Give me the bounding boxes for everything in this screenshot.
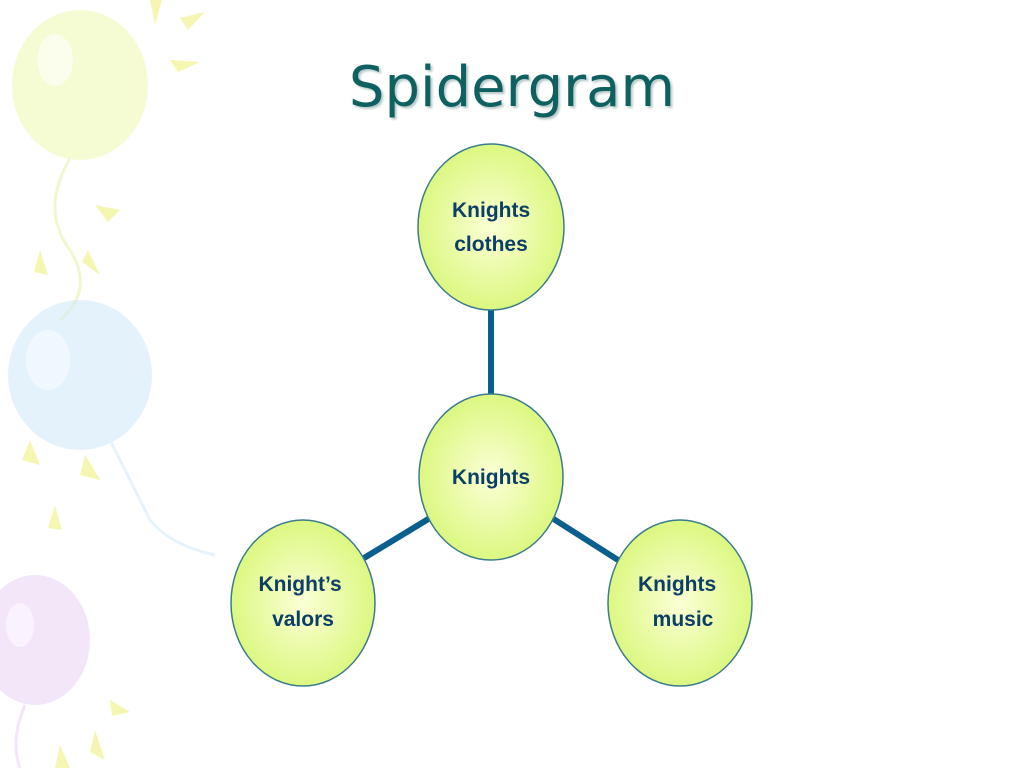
node-top-line-1: Knights [452, 199, 530, 222]
svg-text:Knights: Knights [452, 466, 530, 489]
sun-rays-icon [22, 0, 205, 768]
node-bottom-left: Knight’s valors [230, 519, 376, 687]
connector-bottom-left [362, 515, 432, 561]
node-top-line-2: clothes [454, 233, 528, 256]
node-bottom-right: Knights music [607, 519, 753, 687]
connector-bottom-right [550, 515, 620, 563]
node-bottom-left-line-1: Knight’s [258, 573, 341, 596]
node-bottom-left-line-2: valors [272, 608, 334, 631]
node-bottom-right-line-2: music [653, 608, 714, 631]
svg-text:Knight’s valors: Knight’s valors [258, 573, 347, 631]
node-center: Knights [418, 393, 564, 561]
purple-balloon-icon [0, 575, 90, 768]
slide-title: Spidergram [348, 55, 676, 120]
blue-balloon-icon [8, 300, 216, 557]
yellow-balloon-icon [12, 10, 148, 322]
balloon-decoration [0, 0, 216, 768]
node-bottom-right-line-1: Knights [638, 573, 716, 596]
svg-text:Knights clothes: Knights clothes [452, 199, 536, 256]
svg-text:Knights music: Knights music [638, 573, 722, 631]
node-top: Knights clothes [417, 143, 565, 311]
node-center-line-1: Knights [452, 466, 530, 489]
